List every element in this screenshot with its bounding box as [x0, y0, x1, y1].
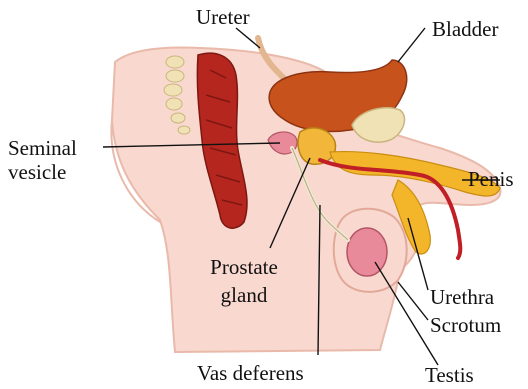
label-seminal-vesicle-line2: vesicle	[8, 161, 77, 183]
label-scrotum: Scrotum	[430, 314, 501, 336]
label-prostate-gland-line1: Prostate	[194, 256, 294, 278]
label-testis: Testis	[425, 364, 474, 386]
label-bladder: Bladder	[432, 18, 498, 40]
testis	[347, 228, 387, 276]
leader-bladder	[398, 28, 425, 62]
label-ureter: Ureter	[196, 6, 250, 28]
label-vas-deferens: Vas deferens	[197, 362, 304, 384]
prostate-gland	[298, 128, 335, 164]
label-urethra: Urethra	[430, 286, 494, 308]
label-seminal-vesicle: Seminal vesicle	[8, 137, 77, 183]
label-seminal-vesicle-line1: Seminal	[8, 137, 77, 159]
leader-scrotum	[398, 282, 428, 320]
label-prostate-gland: Prostate gland	[194, 256, 294, 306]
label-penis: Penis	[468, 168, 514, 190]
label-prostate-gland-line2: gland	[194, 284, 294, 306]
